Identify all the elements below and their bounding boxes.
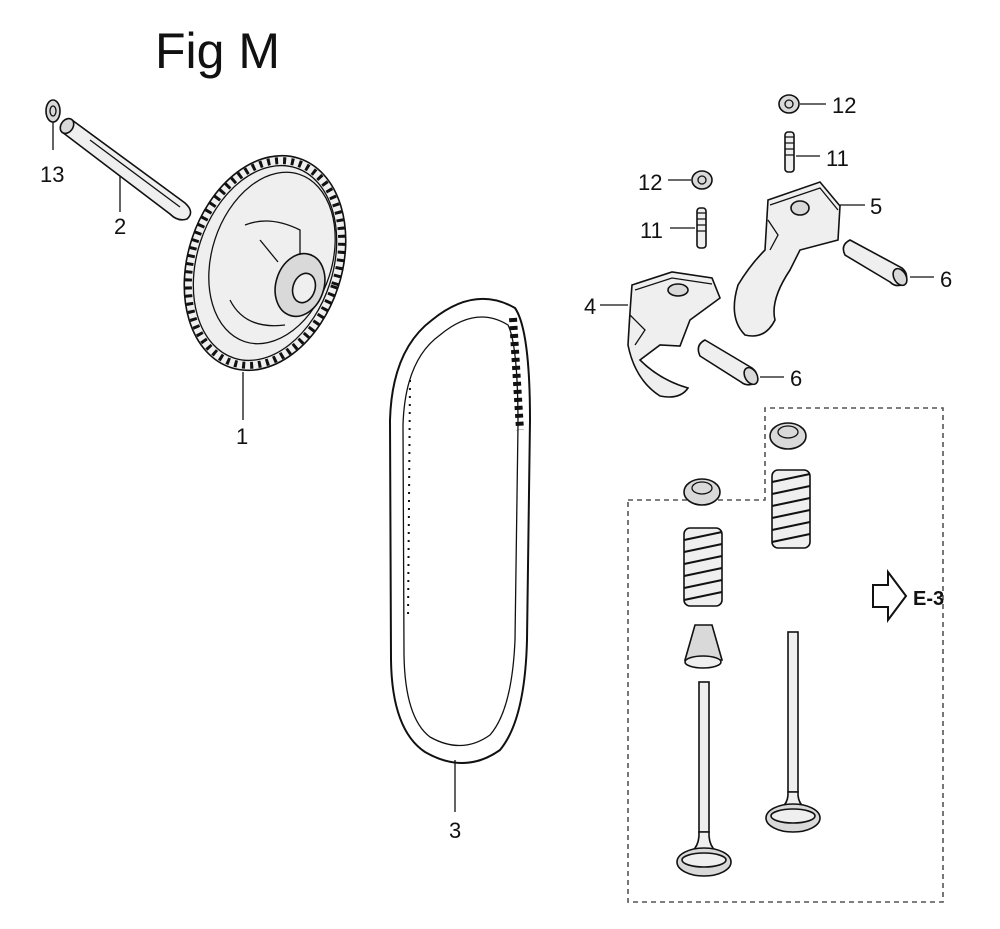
valve-left — [676, 681, 732, 877]
figure-title: Fig M — [155, 23, 280, 79]
cam-pulley-part-1 — [183, 154, 347, 372]
label-2: 2 — [114, 214, 126, 239]
nut-part-12-upper — [778, 94, 800, 114]
label-5: 5 — [870, 194, 882, 219]
pin-part-6-upper — [842, 239, 908, 287]
rocker-arm-part-5 — [733, 181, 841, 337]
reference-e3[interactable]: E-3 — [913, 588, 944, 610]
label-11-lower: 11 — [640, 218, 663, 243]
nut-part-13 — [45, 99, 61, 123]
label-1: 1 — [236, 424, 248, 449]
nut-part-12-lower — [691, 170, 713, 190]
timing-belt-part-3 — [388, 297, 532, 764]
valve-right — [765, 631, 821, 833]
label-12-lower: 12 — [638, 170, 662, 195]
valve-retainer-left — [683, 478, 721, 506]
valve-spring-right — [771, 469, 811, 549]
shaft-part-2 — [59, 117, 192, 221]
valve-group-outline — [627, 407, 944, 903]
label-11-upper: 11 — [826, 146, 849, 171]
valve-seal-left — [683, 624, 724, 669]
label-13: 13 — [40, 162, 64, 187]
label-6-lower: 6 — [790, 366, 802, 391]
label-4: 4 — [584, 294, 596, 319]
stud-part-11-lower — [696, 207, 707, 249]
label-6-upper: 6 — [940, 267, 952, 292]
pin-part-6-lower — [697, 339, 759, 386]
label-12-upper: 12 — [832, 93, 856, 118]
label-3: 3 — [449, 818, 461, 843]
outline-right-arrow-icon — [872, 569, 908, 623]
rocker-arm-part-4 — [627, 271, 721, 398]
valve-spring-left — [683, 527, 723, 607]
stud-part-11-upper — [784, 131, 795, 173]
valve-retainer-right — [769, 422, 807, 450]
